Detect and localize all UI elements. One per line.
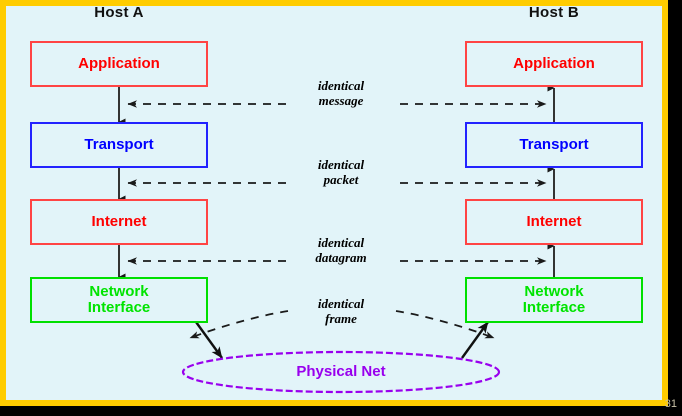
layer-label-line1: Network — [89, 282, 149, 300]
identical-message-line1: identical — [317, 78, 365, 93]
layer-label: Application — [513, 54, 595, 72]
host-a-to-physical-net-arrow — [195, 321, 223, 359]
host-a-layer-application[interactable]: Application — [30, 41, 208, 87]
identical-frame-line2: frame — [325, 310, 357, 326]
page-number: 31 — [664, 398, 677, 410]
physical-net-label[interactable]: Physical Net — [296, 363, 386, 380]
layer-label: Transport — [519, 135, 589, 153]
host-b-title: Host B — [528, 4, 580, 21]
identical-datagram-label: identical datagram — [281, 235, 401, 265]
identical-frame-link — [189, 310, 495, 339]
identical-datagram-line2: datagram — [315, 249, 367, 265]
layer-label-line2: Interface — [87, 299, 151, 316]
host-b-layer-network-interface[interactable]: Network Interface — [465, 277, 643, 323]
layer-label: Internet — [526, 212, 582, 230]
identical-frame-line1: identical — [317, 296, 365, 311]
identical-packet-line2: packet — [323, 171, 359, 187]
layer-label: Internet — [91, 212, 147, 230]
layer-label-line1: Network — [524, 282, 584, 300]
identical-frame-label: identical frame — [281, 296, 401, 326]
identical-message-label: identical message — [281, 78, 401, 108]
physical-net-ellipse — [181, 350, 501, 394]
host-b-layer-transport[interactable]: Transport — [465, 122, 643, 168]
layer-label: Application — [78, 54, 160, 72]
host-a-layer-internet[interactable]: Internet — [30, 199, 208, 245]
host-a-layer-network-interface[interactable]: Network Interface — [30, 277, 208, 323]
host-a-title: Host A — [94, 4, 144, 21]
host-b-layer-internet[interactable]: Internet — [465, 199, 643, 245]
identical-message-line2: message — [318, 92, 364, 108]
host-b-layer-application[interactable]: Application — [465, 41, 643, 87]
host-a-layer-transport[interactable]: Transport — [30, 122, 208, 168]
physical-net-to-host-b-arrow — [461, 321, 489, 359]
identical-packet-label: identical packet — [281, 157, 401, 187]
identical-packet-line1: identical — [317, 157, 365, 172]
layer-label-line2: Interface — [522, 299, 586, 316]
identical-datagram-line1: identical — [317, 235, 365, 250]
layer-label: Transport — [84, 135, 154, 153]
